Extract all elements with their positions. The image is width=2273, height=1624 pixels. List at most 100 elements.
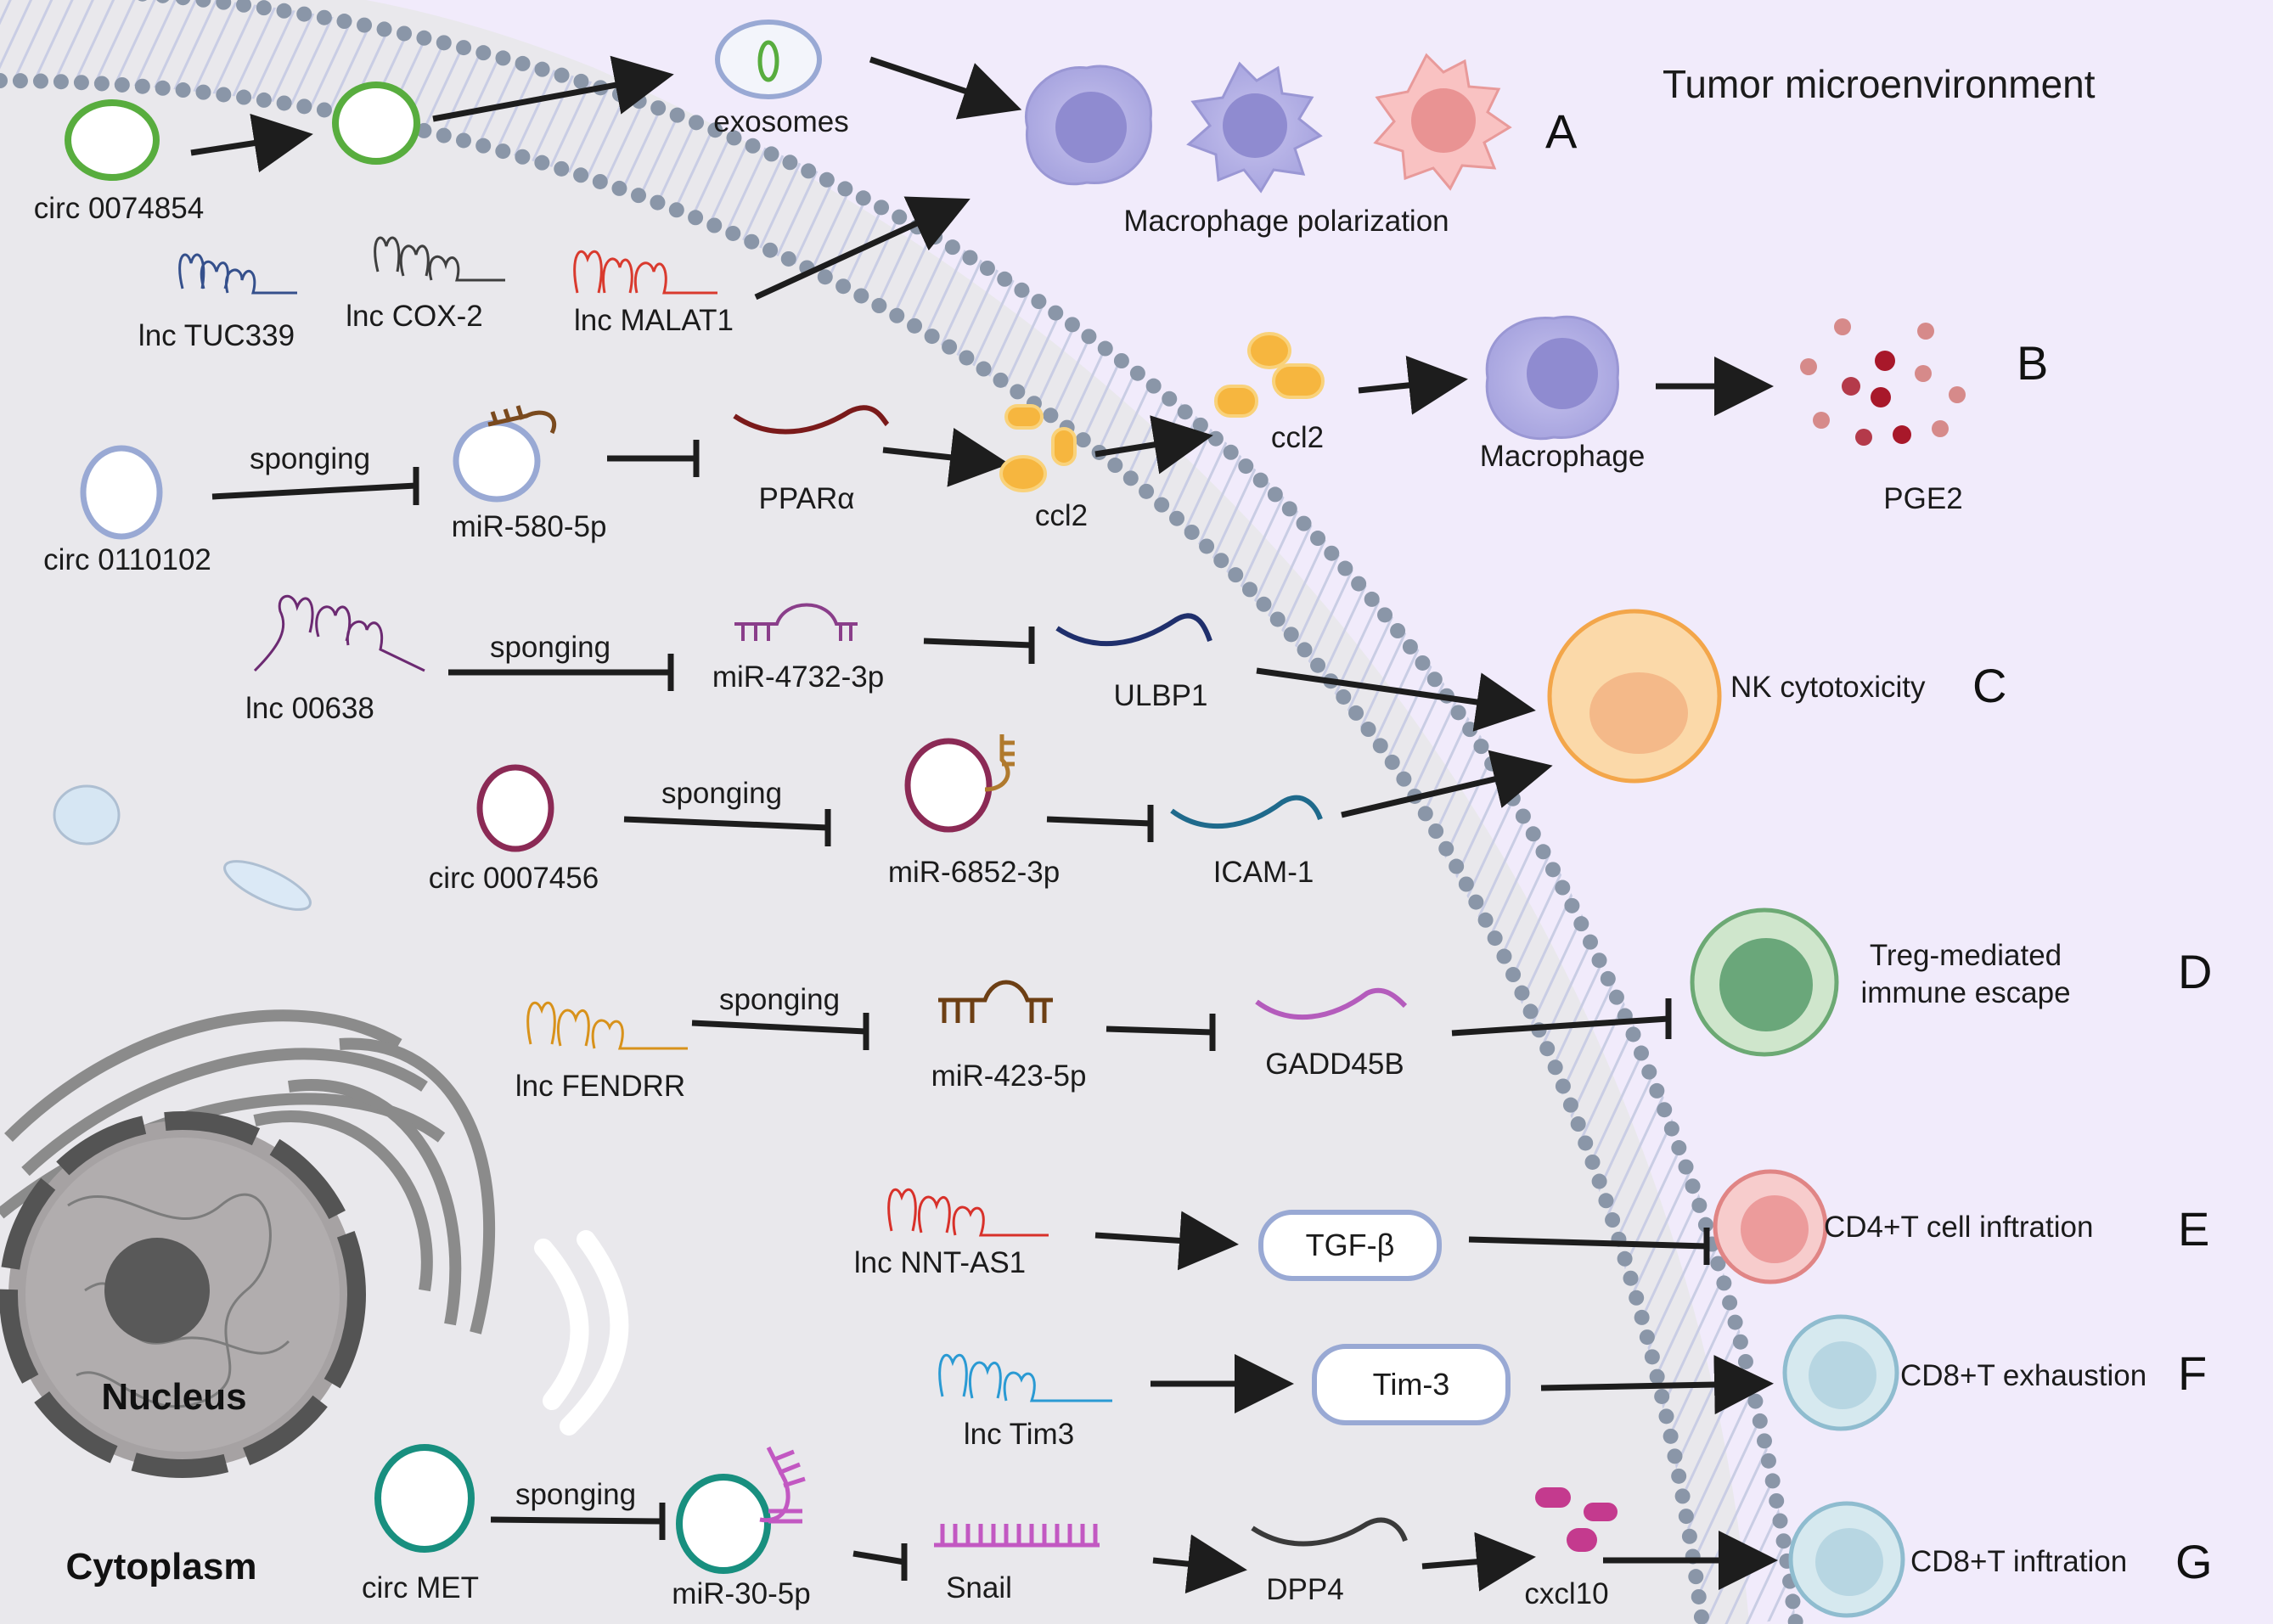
golgi-illustration [534,1230,629,1436]
arrow-g1 [1152,1534,1247,1594]
mir-30-5p-label: miR-30-5p [672,1577,811,1610]
cd8-t-cell-exhausted-icon [1782,1314,1899,1431]
lnc-cox2-icon [374,236,505,282]
pge2-particles-icon [1800,318,1966,446]
inhibit-c4 [1046,816,1151,827]
cell-membrane-band [0,0,1796,1624]
cxcl10-particles-icon [1535,1487,1618,1552]
dpp4-label: DPP4 [1266,1573,1344,1606]
ccl2-outer-icon [1214,332,1325,418]
circ-0110102-label: circ 0110102 [43,543,211,576]
membrane-inner-beads [0,73,1710,1624]
panel-letter-g: G [2175,1535,2213,1588]
vesicle-organelle-2 [223,860,312,911]
sponging-label-g: sponging [515,1478,637,1511]
lnc-tuc339-icon [178,253,297,295]
inhibit-c2 [923,638,1032,649]
cd8-t-exhaustion-label: CD8+T exhaustion [1900,1359,2147,1392]
cxcl10-label: cxcl10 [1524,1577,1609,1610]
tim3-box: Tim-3 [1312,1344,1511,1425]
macrophage-icon [1485,315,1619,441]
mir-580-5p-strand [487,405,557,435]
sponging-label-b: sponging [249,442,371,475]
circ-met-icon [374,1444,475,1553]
arrow-a1 [190,113,313,173]
treg-cell-icon [1690,908,1839,1057]
panel-letter-f: F [2178,1346,2208,1400]
nucleolus [104,1238,210,1343]
nucleus-label: Nucleus [101,1376,246,1418]
tgf-beta-box: TGF-β [1258,1210,1442,1281]
cd8-t-cell-infiltration-icon [1788,1501,1905,1618]
circ-met-label: circ MET [361,1571,480,1604]
mir-4732-3p-icon [734,603,858,641]
panel-letter-b: B [2017,336,2049,390]
arrow-e1 [1094,1211,1239,1271]
ulbp1-label: ULBP1 [1113,679,1208,712]
panel-letter-e: E [2178,1202,2210,1256]
arrow-c1 [1256,667,1536,732]
inhibit-e1 [1468,1236,1708,1250]
icam1-label: ICAM-1 [1212,856,1314,889]
macrophage-label: Macrophage [1479,440,1646,473]
circ-0007456-icon [476,764,554,852]
inhibit-d2 [1106,1026,1213,1036]
ppara-mrna-icon [733,405,890,435]
exosome-circ-icon [757,40,779,82]
m1-macrophage-icon [1025,65,1152,186]
circ-0074854-label: circ 0074854 [33,192,205,225]
cd8-t-infiltration-label: CD8+T inftration [1910,1545,2128,1578]
circ-0110102-icon [80,445,163,540]
arrow-b2 [1094,415,1213,475]
inhibit-g2 [852,1550,905,1565]
treg-outcome-line1: Treg-mediated [1869,939,2062,972]
arrow-a3 [869,56,1022,120]
icam1-mrna-icon [1170,795,1323,829]
arrow-malat1 [754,196,971,301]
dpp4-mrna-icon [1251,1517,1408,1547]
cd4-t-outcome-label: CD4+T cell inftration [1824,1211,2094,1244]
panel-letter-d: D [2178,945,2213,998]
panel-letter-c: C [1972,659,2007,712]
mir-30-5p-icon [676,1474,771,1574]
sponging-label-d: sponging [718,983,841,1016]
inhibit-d1 [691,1020,867,1035]
cd4-t-cell-icon [1713,1169,1828,1284]
mir-580-5p-label: miR-580-5p [451,510,607,543]
tgf-beta-label: TGF-β [1305,1228,1395,1262]
membrane-outer-beads [122,0,1803,1624]
mir-580-5p-icon [453,419,541,503]
lnc-tim3-label: lnc Tim3 [963,1418,1075,1451]
sponging-label-c2: sponging [661,777,783,810]
inhibit-c3 [623,816,829,831]
tme-title: Tumor microenvironment [1663,62,2096,106]
arrow-a2 [432,55,674,122]
lnc-tim3-icon [938,1353,1112,1402]
snail-label: Snail [946,1571,1012,1604]
exosomes-label: exosomes [713,105,849,138]
lnc-00638-icon [253,595,425,672]
tim3-label: Tim-3 [1372,1367,1450,1402]
pge2-label: PGE2 [1883,482,1963,515]
ppara-label: PPARα [758,482,855,515]
mir-6852-3p-icon [904,738,993,833]
arrow-g2 [1421,1531,1536,1592]
snail-mrna-icon [934,1524,1100,1548]
treg-outcome-line2: immune escape [1860,976,2071,1009]
lnc-malat1-icon [573,250,717,295]
inhibit-b1 [211,482,417,500]
m0-macrophage-icon [1186,61,1323,194]
exosome-icon [715,20,822,99]
arrow-c2 [1341,750,1553,818]
sponging-label-c1: sponging [489,631,611,664]
lnc-tuc339-label: lnc TUC339 [138,319,295,352]
ccl2-outer-label: ccl2 [1270,421,1325,454]
lnc-cox2-label: lnc COX-2 [346,300,483,333]
mir-6852-3p-strand [984,734,1015,792]
inhibit-g1 [490,1516,663,1525]
lnc-fendrr-label: lnc FENDRR [515,1070,686,1103]
endoplasmic-reticulum-illustration [0,1009,496,1335]
lnc-malat1-label: lnc MALAT1 [573,304,734,337]
gadd45b-label: GADD45B [1265,1048,1404,1081]
circ-0074854-icon [65,99,160,181]
